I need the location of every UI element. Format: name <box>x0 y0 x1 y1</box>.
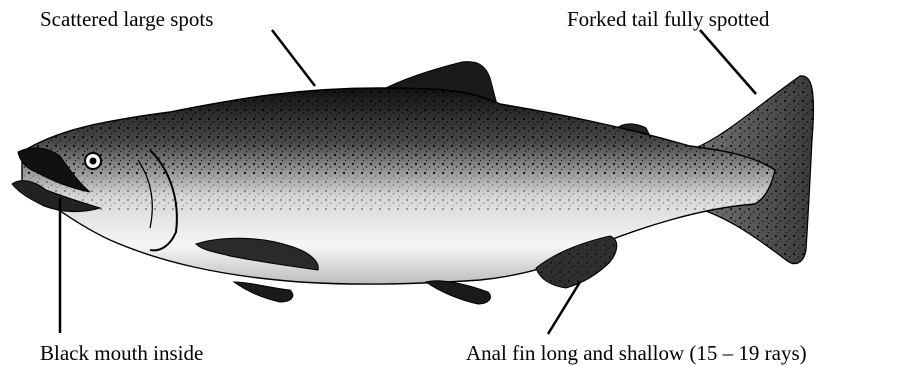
label-forked-tail: Forked tail fully spotted <box>567 9 769 30</box>
leader-anal <box>548 282 580 334</box>
label-scattered-spots: Scattered large spots <box>40 9 213 30</box>
leader-tail <box>700 30 756 94</box>
label-anal-fin: Anal fin long and shallow (15 – 19 rays) <box>466 343 807 364</box>
pelvic-fin <box>234 282 293 302</box>
ventral-fin <box>426 281 490 304</box>
label-black-mouth: Black mouth inside <box>40 343 203 364</box>
leader-spots <box>272 30 315 86</box>
